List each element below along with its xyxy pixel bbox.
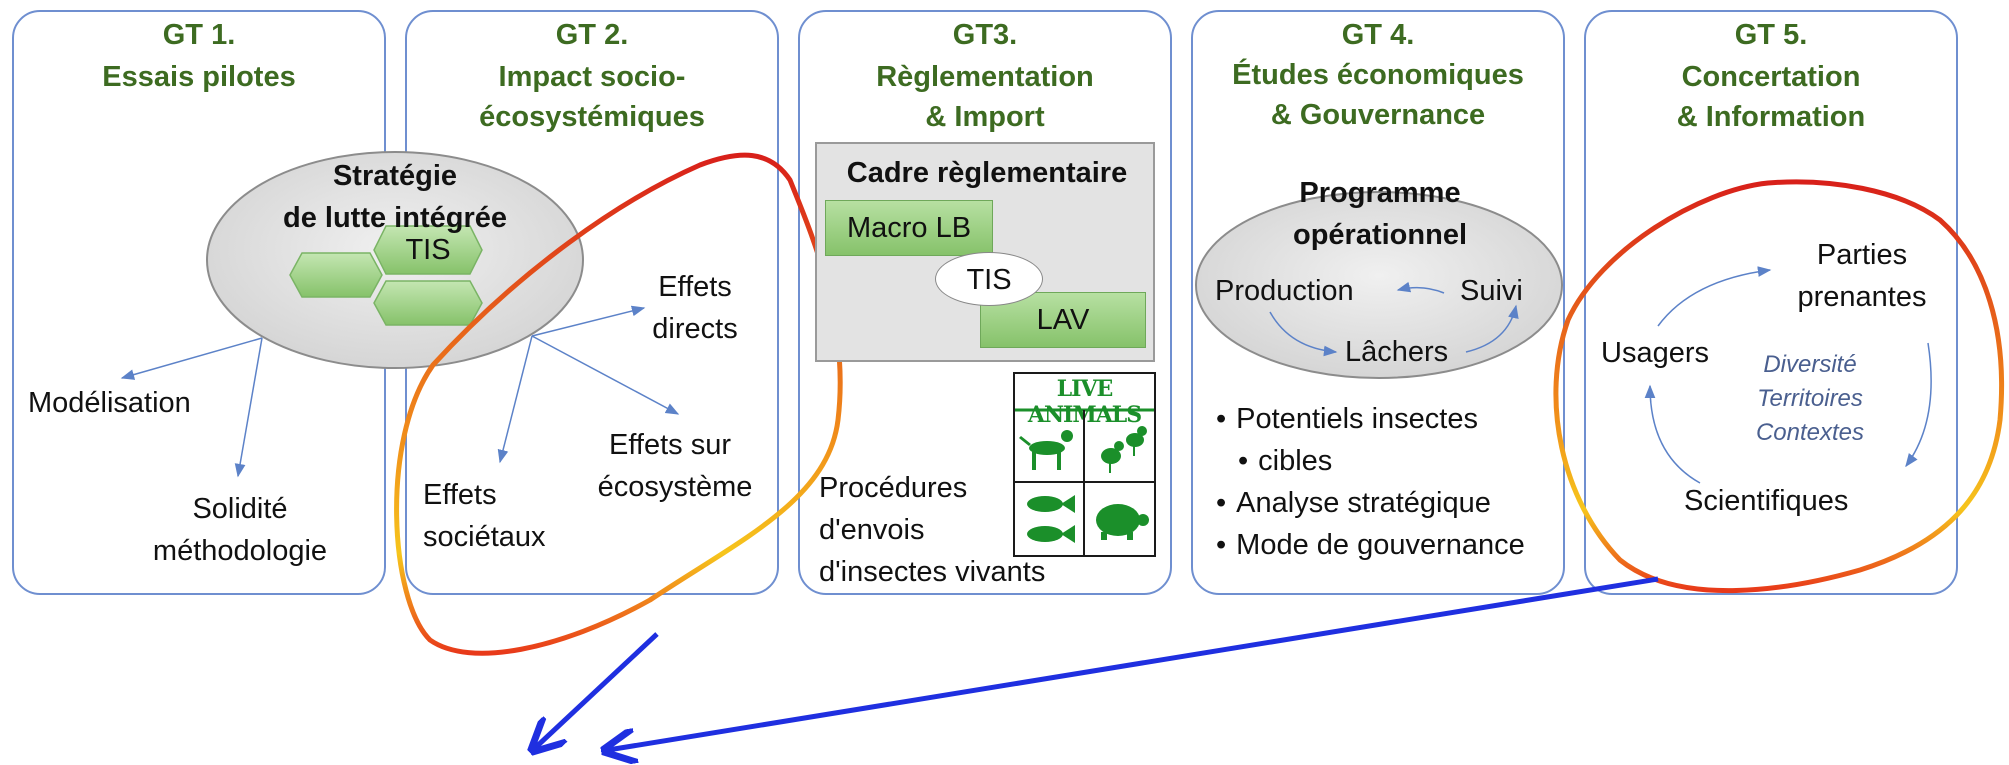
effets-soc-line2: sociétaux	[423, 521, 546, 553]
contextes-label: Contextes	[1755, 419, 1865, 446]
dog-icon	[1019, 430, 1073, 470]
big-arrow-gt5	[608, 576, 1659, 750]
procedures-line1: Procédures	[819, 472, 968, 504]
gt5-title-line3: & Information	[1676, 101, 1866, 133]
effets-soc-line1: Effets	[423, 479, 497, 511]
programme-ellipse	[1195, 191, 1563, 379]
solidite-label-line1: Solidité	[192, 493, 288, 525]
gt2-title-line1: GT 2.	[555, 19, 629, 51]
arrow-solidite	[234, 337, 263, 478]
gt5-title-line1: GT 5.	[1734, 19, 1808, 51]
gt4-bullet-list: Potentiels insectes cibles Analyse strat…	[1216, 398, 1525, 566]
macro-lb-box: Macro LB	[825, 200, 993, 256]
panel-gt5: GT 5. Concertation & Information	[1584, 10, 1958, 595]
gt4-title-line1: GT 4.	[1341, 19, 1415, 51]
birds-icon	[1101, 426, 1147, 473]
lachers-label: Lâchers	[1345, 336, 1449, 368]
production-label: Production	[1215, 275, 1354, 307]
arrow-modelisation	[120, 337, 263, 380]
hexagon-tis	[373, 225, 483, 275]
procedures-line3: d'insectes vivants	[819, 556, 1046, 588]
hexagon-bottom	[373, 280, 483, 326]
tis-oval: TIS	[935, 252, 1043, 306]
arrow-parties-scientifiques	[1905, 342, 1932, 468]
arrow-usagers-parties	[1657, 266, 1772, 327]
live-animals-icons	[1015, 408, 1154, 555]
gt3-title-line2: Règlementation	[876, 61, 1094, 93]
fish-icon	[1027, 495, 1075, 543]
arrow-scientifiques-usagers	[1644, 384, 1701, 484]
live-animals-label: LIVE ANIMALS	[1013, 372, 1156, 557]
strategy-title-line1: Stratégie	[332, 160, 458, 192]
gt4-title-line3: & Gouvernance	[1270, 99, 1486, 131]
arrow-suivi-production	[1396, 281, 1445, 294]
parties-label-line2: prenantes	[1797, 281, 1927, 313]
scientifiques-label: Scientifiques	[1684, 485, 1849, 517]
arrow-effets-eco	[531, 335, 680, 415]
big-arrow-gt2	[535, 632, 659, 748]
bullet-gouvernance: Mode de gouvernance	[1216, 524, 1525, 566]
effets-directs-line1: Effets	[658, 271, 732, 303]
highlight-loop-gt2	[394, 152, 843, 656]
parties-label-line1: Parties	[1816, 239, 1908, 271]
arrow-lachers-suivi	[1465, 304, 1519, 353]
gt5-title-line2: Concertation	[1681, 61, 1861, 93]
arrow-effets-directs	[531, 305, 646, 337]
strategy-title-line2: de lutte intégrée	[283, 202, 507, 234]
effets-eco-line2: écosystème	[597, 471, 753, 503]
gt4-title-line2: Études économiques	[1232, 59, 1524, 91]
effets-directs-line2: directs	[652, 313, 738, 345]
gt3-title-line3: & Import	[925, 101, 1045, 133]
gt1-title-line1: GT 1.	[162, 19, 236, 51]
suivi-label: Suivi	[1460, 275, 1523, 307]
programme-title-line1: Programme	[1299, 177, 1461, 209]
bullet-cibles: cibles	[1216, 440, 1525, 482]
cadre-title: Cadre règlementaire	[846, 157, 1128, 189]
highlight-loop-gt5	[1553, 179, 2005, 594]
effets-eco-line1: Effets sur	[609, 429, 731, 461]
gt2-title-line2: Impact socio-	[498, 61, 686, 93]
procedures-line2: d'envois	[819, 514, 925, 546]
solidite-label-line2: méthodologie	[152, 535, 328, 567]
bullet-analyse: Analyse stratégique	[1216, 482, 1525, 524]
turtle-icon	[1096, 504, 1149, 540]
diversite-label: Diversité	[1763, 351, 1857, 378]
arrow-effets-soc	[497, 335, 533, 464]
arrow-production-lachers	[1269, 311, 1338, 357]
programme-title-line2: opérationnel	[1292, 219, 1467, 251]
tis-hex-label: TIS	[405, 234, 451, 266]
gt3-title-line1: GT3.	[952, 19, 1018, 51]
usagers-label: Usagers	[1601, 337, 1709, 369]
hexagon-left	[289, 252, 383, 298]
bullet-potentiels: Potentiels insectes	[1216, 398, 1525, 440]
panel-gt2: GT 2. Impact socio- écosystémiques	[405, 10, 779, 595]
gt2-title-line3: écosystémiques	[479, 101, 705, 133]
modelisation-label: Modélisation	[28, 387, 191, 419]
gt1-title-line2: Essais pilotes	[102, 61, 296, 93]
territoires-label: Territoires	[1757, 385, 1863, 412]
